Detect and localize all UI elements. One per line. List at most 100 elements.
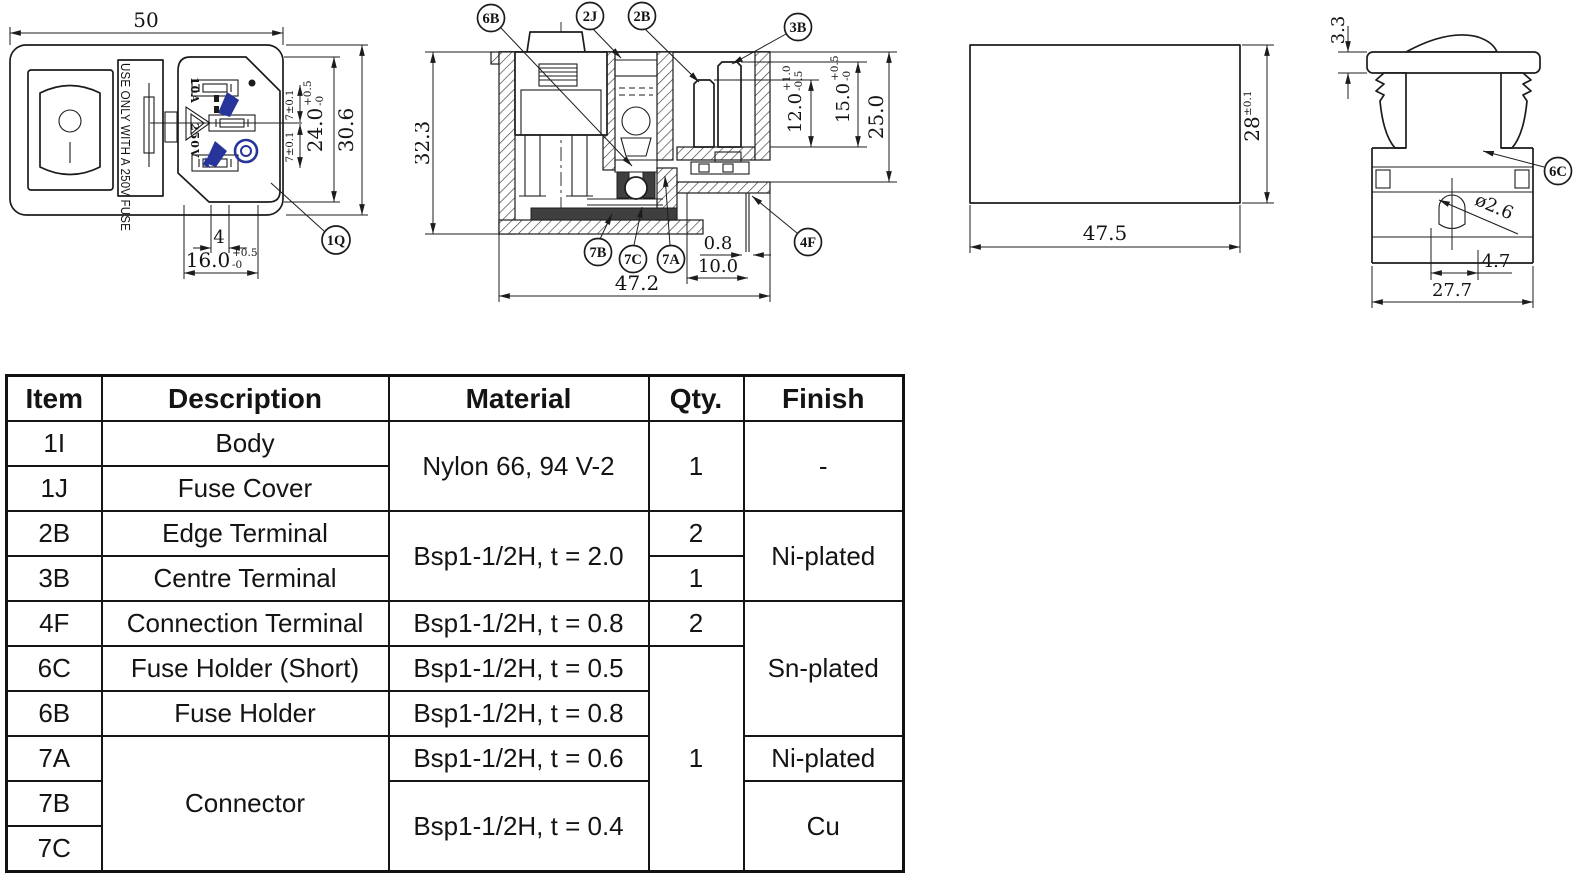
svg-text:-0.5: -0.5 <box>793 71 805 91</box>
switch-section <box>514 22 608 214</box>
cell-item: 3B <box>5 555 103 602</box>
svg-text:10.0: 10.0 <box>698 256 738 277</box>
panel-cutout-drawing: 28 ±0.1 47.5 <box>969 44 1274 253</box>
svg-text:27.7: 27.7 <box>1432 280 1472 301</box>
table-row: 1I Body Nylon 66, 94 V-2 1 - <box>5 420 905 512</box>
dim-pin-pitch-7a: 7±0.1 <box>285 85 303 122</box>
svg-text:6B: 6B <box>483 11 500 27</box>
fuse-drawer: USE ONLY WITH A 250V FUSE <box>117 59 178 231</box>
switch-side-body <box>1366 34 1541 264</box>
dim-inlet-height-24: 24.0 +0.5 -0 <box>284 56 340 203</box>
pin-slot-middle <box>208 114 256 132</box>
dim-pin-offset-4: 4 <box>193 205 247 253</box>
front-view-drawing: 50 USE ONLY WITH A 250V FUSE <box>9 8 368 279</box>
balloon-2j: 2J <box>575 1 622 59</box>
cell-finish: Cu <box>742 780 905 873</box>
svg-text:4F: 4F <box>800 235 816 251</box>
snap-leg-right <box>1500 72 1532 149</box>
cell-qty: 2 <box>647 510 745 557</box>
cell-description: Body <box>100 420 390 467</box>
dim-width-50: 50 <box>9 8 284 45</box>
cell-description: Fuse Holder (Short) <box>100 645 390 692</box>
svg-text:30.6: 30.6 <box>334 108 358 153</box>
switch-leg <box>571 134 588 197</box>
dim-tab-position-10: 10.0 <box>686 193 748 284</box>
dim-cutout-height-28: 28 ±0.1 <box>1240 44 1274 204</box>
cell-finish: Ni-plated <box>742 735 905 782</box>
table-row: 1J Fuse Cover <box>5 465 904 512</box>
svg-text:3.3: 3.3 <box>1328 16 1349 45</box>
svg-text:2B: 2B <box>634 9 651 25</box>
fuse-tube-right-wall <box>656 51 674 161</box>
triangle-mark <box>185 105 211 142</box>
svg-text:47.2: 47.2 <box>615 271 660 295</box>
svg-text:ø2.6: ø2.6 <box>1472 190 1517 225</box>
svg-text:12.0: 12.0 <box>785 93 806 133</box>
table-row: 6B Fuse Holder Bsp1-1/2H, t = 0.8 <box>5 690 904 737</box>
edge-terminal-pin <box>693 79 715 148</box>
cell-description: Fuse Holder <box>100 690 390 737</box>
terminals-section <box>690 61 750 252</box>
cell-description: Fuse Cover <box>100 465 390 512</box>
svg-text:7±0.1: 7±0.1 <box>285 90 296 121</box>
svg-text:15.0: 15.0 <box>833 83 854 123</box>
dim-depth-25: 25.0 <box>864 52 892 182</box>
cell-description: Connector <box>100 735 390 873</box>
centre-terminal-pin <box>717 61 742 148</box>
switch-side-drawing: 3.3 6C ø2.6 4.7 27.7 <box>1328 16 1573 308</box>
latch-tab-left <box>1375 169 1391 189</box>
cert-mark-3 <box>233 138 259 164</box>
rating-voltage: 250V <box>188 123 201 159</box>
dim-pin-15: 15.0 +0.5 -0 <box>829 56 861 147</box>
svg-text:-0: -0 <box>314 96 326 106</box>
dim-pin-pitch-7b: 7±0.1 <box>285 123 303 168</box>
left-wall <box>498 51 516 235</box>
cell-finish: Ni-plated <box>742 510 905 602</box>
cell-material: Nylon 66, 94 V-2 <box>387 420 650 512</box>
cell-finish: - <box>742 420 905 512</box>
keyhole <box>1438 194 1466 230</box>
section-view-drawing: 6B 2J 2B 3B 7B 7C <box>415 1 897 302</box>
index-dot <box>248 79 256 87</box>
dim-body-width-277: 27.7 <box>1371 266 1534 308</box>
cell-finish: Sn-plated <box>742 600 905 737</box>
table-row: 7B Bsp1-1/2H, t = 0.4 Cu <box>5 780 905 873</box>
cell-item: 6B <box>5 690 103 737</box>
svg-text:6C: 6C <box>1549 164 1567 180</box>
copper-connector-strip <box>530 207 678 221</box>
col-header-description: Description <box>100 374 390 422</box>
svg-text:3B: 3B <box>790 20 807 36</box>
svg-text:±0.1: ±0.1 <box>1242 91 1254 117</box>
terminal-shelf <box>676 146 756 161</box>
table-row: 7A Connector Bsp1-1/2H, t = 0.6 Ni-plate… <box>5 735 905 873</box>
right-bottom-wall <box>676 181 771 194</box>
balloon-4f: 4F <box>751 195 823 257</box>
svg-text:7B: 7B <box>590 245 607 261</box>
svg-text:50: 50 <box>133 8 158 32</box>
svg-text:28: 28 <box>1240 116 1264 141</box>
cell-item: 1J <box>5 465 103 512</box>
dim-section-width-472: 47.2 <box>498 193 771 302</box>
rocker-actuator <box>1405 34 1498 53</box>
col-header-finish: Finish <box>742 374 905 422</box>
cell-description: Connection Terminal <box>100 600 390 647</box>
right-wall <box>754 51 771 161</box>
parts-table: Item Description Material Qty. Finish 1I… <box>5 374 905 873</box>
balloon-6c: 6C <box>1482 150 1573 186</box>
cell-material: Bsp1-1/2H, t = 0.4 <box>387 780 650 873</box>
svg-text:-0: -0 <box>841 71 853 81</box>
dim-body-height-306: 30.6 <box>286 44 368 216</box>
rating-current: 10A <box>188 77 201 104</box>
svg-text:+0.5: +0.5 <box>302 81 314 107</box>
balloon-7c: 7C <box>618 206 648 274</box>
col-header-item: Item <box>5 374 103 422</box>
cell-item: 2B <box>5 510 103 557</box>
cutout-rectangle <box>969 44 1241 204</box>
bottom-wall <box>498 219 704 235</box>
dim-tab-thickness-08: 0.8 <box>700 233 771 258</box>
cell-qty: 1 <box>647 645 745 873</box>
fuse-cap <box>621 106 651 136</box>
svg-text:+0.5: +0.5 <box>829 56 841 82</box>
table-row: 7C <box>5 825 904 873</box>
